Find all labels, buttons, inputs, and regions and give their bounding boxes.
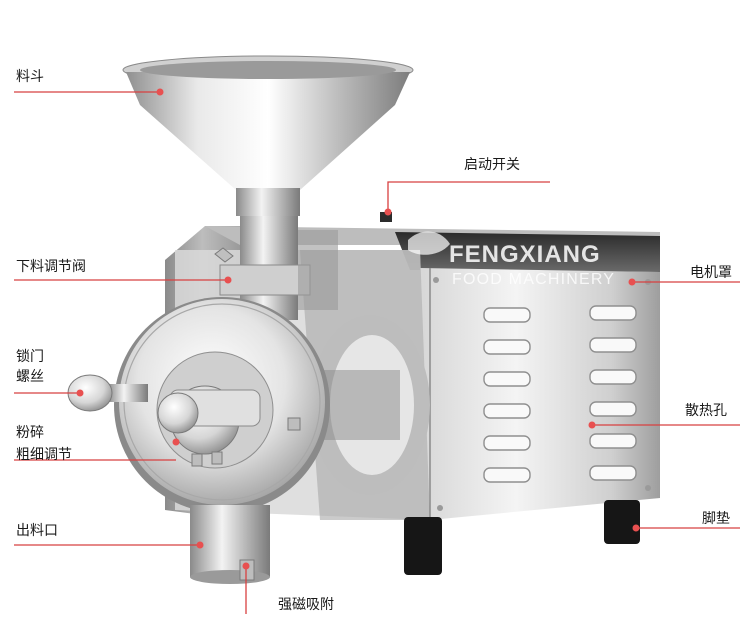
- power-switch[interactable]: [380, 212, 392, 222]
- label-fineness-2: 粗细调节: [16, 447, 72, 463]
- label-motor-cover: 电机罩: [690, 265, 732, 281]
- outlet-pipe: [190, 505, 270, 584]
- label-feed-valve: 下料调节阀: [16, 259, 86, 275]
- label-feet: 脚垫: [702, 511, 730, 527]
- watermark-line1: FENGXIANG: [449, 241, 601, 268]
- leader-dots: [76, 88, 640, 570]
- watermark: FENGXIANG FOOD MACHINERY: [408, 231, 615, 288]
- label-magnet: 强磁吸附: [278, 597, 334, 613]
- hopper: [122, 55, 414, 216]
- grinding-disc: [114, 297, 330, 513]
- feed-throat: [214, 210, 338, 320]
- label-vent-holes: 散热孔: [685, 403, 727, 419]
- label-lock-screw-1: 锁门: [16, 349, 44, 365]
- label-outlet: 出料口: [16, 523, 58, 539]
- watermark-line2: FOOD MACHINERY: [452, 271, 615, 288]
- vent-louvers: [483, 305, 637, 483]
- motor-shaft: [300, 315, 430, 495]
- leader-lines: [14, 91, 740, 614]
- screws: [433, 277, 651, 511]
- lock-screw-knob: [67, 374, 148, 412]
- label-hopper: 料斗: [16, 69, 44, 85]
- label-fineness-1: 粉碎: [16, 425, 44, 441]
- label-start-switch: 启动开关: [464, 157, 520, 173]
- disc-bolts: [191, 417, 301, 467]
- label-lock-screw-2: 螺丝: [16, 369, 44, 385]
